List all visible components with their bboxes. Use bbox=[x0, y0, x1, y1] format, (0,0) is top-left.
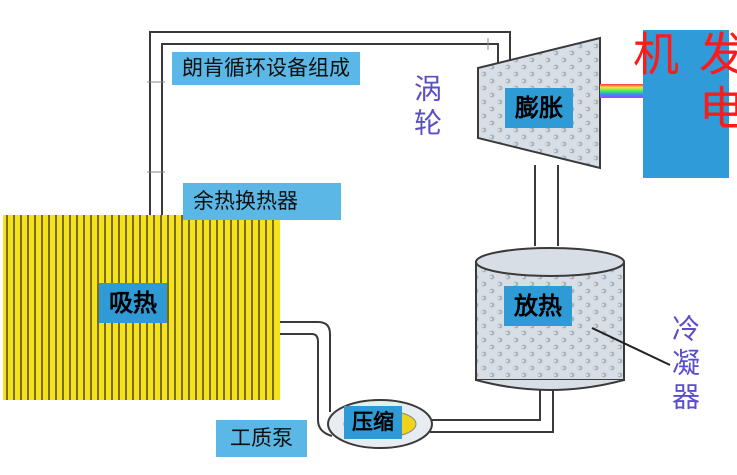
generator-shaft bbox=[600, 84, 644, 98]
pipe-ticks bbox=[147, 38, 489, 173]
generator-label: 发电机 bbox=[626, 30, 737, 178]
condenser-pump-pipe bbox=[430, 388, 554, 433]
title-label: 朗肯循环设备组成 bbox=[172, 52, 360, 85]
top-loop-pipe bbox=[149, 31, 511, 215]
compression-label: 压缩 bbox=[344, 406, 402, 439]
heat-exchanger-coil bbox=[3, 215, 280, 400]
turbine-condenser-pipe bbox=[534, 165, 559, 246]
condenser-leader-line bbox=[591, 327, 671, 366]
turbine-label: 涡轮 bbox=[410, 74, 443, 142]
condenser-label: 冷凝器 bbox=[668, 314, 701, 416]
release-heat-label: 放热 bbox=[504, 286, 572, 326]
working-fluid-pump-label: 工质泵 bbox=[216, 420, 307, 457]
waste-heat-exchanger-label: 余热换热器 bbox=[183, 183, 341, 220]
expansion-label: 膨胀 bbox=[505, 88, 573, 128]
pump-exchanger-pipe bbox=[280, 321, 333, 437]
absorb-heat-label: 吸热 bbox=[99, 283, 167, 323]
